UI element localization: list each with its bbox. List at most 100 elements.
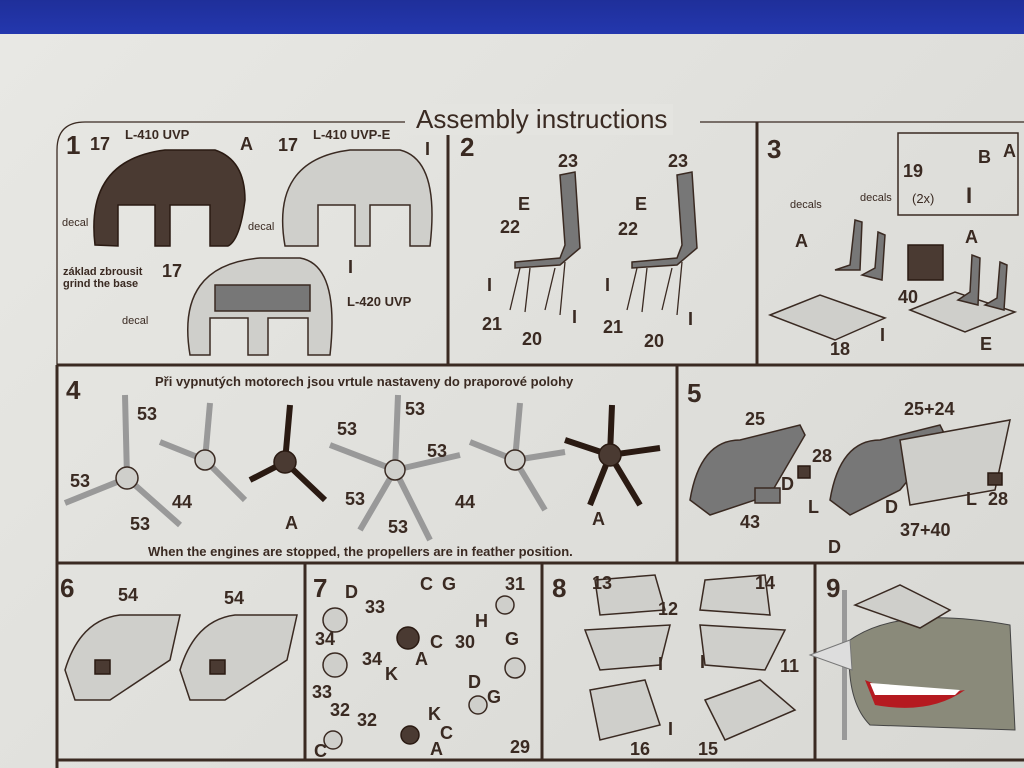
part-label: I bbox=[572, 307, 578, 327]
part-label: A bbox=[795, 231, 808, 251]
part-label: 53 bbox=[388, 517, 409, 537]
part-label: 43 bbox=[740, 512, 761, 532]
part-label: 11 bbox=[780, 656, 800, 676]
part-label: I bbox=[880, 325, 886, 345]
part-label: B bbox=[978, 147, 991, 167]
part-label: 53 bbox=[405, 399, 426, 419]
step-number-4: 4 bbox=[66, 375, 81, 405]
decal-label: decal bbox=[248, 221, 275, 233]
part-17: 17 bbox=[90, 134, 111, 154]
part-label: 40 bbox=[898, 287, 919, 307]
part-label: I bbox=[658, 654, 664, 674]
part-17: 17 bbox=[162, 261, 183, 281]
part-17: 17 bbox=[278, 135, 299, 155]
decal-label: decal bbox=[62, 217, 89, 229]
part-label: 28 bbox=[812, 446, 833, 466]
part-label: I bbox=[425, 139, 431, 159]
model-label: L-410 UVP bbox=[125, 127, 190, 142]
part-label: L bbox=[808, 497, 819, 517]
quantity-label: (2x) bbox=[912, 191, 935, 206]
decals-label: decals bbox=[790, 199, 822, 211]
part-label: A bbox=[415, 649, 428, 669]
part-label: 32 bbox=[330, 700, 351, 720]
part-label: 13 bbox=[592, 573, 613, 593]
grind-note-cz: základ zbrousit bbox=[63, 266, 143, 278]
part-label: H bbox=[475, 611, 488, 631]
part-label: D bbox=[885, 497, 898, 517]
part-label: D bbox=[828, 537, 841, 557]
part-label: A bbox=[285, 513, 298, 533]
part-label: A bbox=[430, 739, 443, 759]
part-label: 21 bbox=[603, 317, 624, 337]
part-label: 23 bbox=[668, 151, 689, 171]
part-label: L bbox=[966, 489, 977, 509]
part-label: A bbox=[1003, 141, 1016, 161]
part-label: G bbox=[505, 629, 520, 649]
step-number-9: 9 bbox=[826, 573, 841, 603]
part-label: 34 bbox=[362, 649, 383, 669]
part-label: 19 bbox=[903, 161, 924, 181]
part-label: 37+40 bbox=[900, 520, 951, 540]
part-label: K bbox=[385, 664, 398, 684]
part-label: E bbox=[635, 194, 648, 214]
part-label: 28 bbox=[988, 489, 1009, 509]
part-label: A bbox=[592, 509, 605, 529]
sheet-title: Assembly instructions bbox=[410, 104, 674, 135]
part-label: 20 bbox=[644, 331, 665, 351]
part-label: 22 bbox=[500, 217, 521, 237]
part-label: I bbox=[966, 183, 973, 208]
part-label: 18 bbox=[830, 339, 851, 359]
part-label: 53 bbox=[427, 441, 448, 461]
part-label: 53 bbox=[137, 404, 158, 424]
part-label: 33 bbox=[312, 682, 333, 702]
part-label: 15 bbox=[698, 739, 719, 759]
canopy-parts bbox=[583, 574, 797, 741]
instrument-panel-l410uvp bbox=[93, 149, 246, 247]
part-label: C bbox=[420, 574, 433, 594]
instrument-panel-l410uvpe bbox=[281, 149, 433, 247]
step-number-2: 2 bbox=[460, 132, 475, 162]
part-label: 29 bbox=[510, 737, 531, 757]
part-label: 53 bbox=[337, 419, 358, 439]
part-label: G bbox=[487, 687, 502, 707]
part-label: 32 bbox=[357, 710, 378, 730]
step-number-8: 8 bbox=[552, 573, 567, 603]
engine-nacelle bbox=[64, 614, 181, 701]
model-label: L-420 UVP bbox=[347, 294, 412, 309]
part-label: 31 bbox=[505, 574, 526, 594]
part-label: A bbox=[965, 227, 978, 247]
part-label: 21 bbox=[482, 314, 503, 334]
nacelle-half-left bbox=[689, 424, 806, 516]
part-label: 53 bbox=[345, 489, 366, 509]
pilot-figure-inset bbox=[897, 132, 1019, 216]
part-label: 44 bbox=[455, 492, 476, 512]
seat-drawings bbox=[509, 171, 698, 316]
part-label: C bbox=[314, 741, 327, 761]
part-label: C bbox=[440, 723, 453, 743]
part-label: 16 bbox=[630, 739, 651, 759]
part-label: 30 bbox=[455, 632, 476, 652]
part-label: I bbox=[700, 652, 706, 672]
p40-model-photo bbox=[848, 617, 1016, 731]
part-label: I bbox=[605, 275, 611, 295]
part-label: C bbox=[430, 632, 443, 652]
part-label: A bbox=[240, 134, 253, 154]
step-number-3: 3 bbox=[767, 134, 782, 164]
part-label: E bbox=[980, 334, 993, 354]
part-label: 33 bbox=[365, 597, 386, 617]
part-label: E bbox=[518, 194, 531, 214]
part-label: 53 bbox=[130, 514, 151, 534]
blue-background bbox=[0, 0, 1024, 38]
step-number-7: 7 bbox=[313, 573, 328, 603]
feather-note-cz: Při vypnutých motorech jsou vrtule nasta… bbox=[155, 374, 574, 389]
part-label: 14 bbox=[755, 573, 776, 593]
part-label: 44 bbox=[172, 492, 193, 512]
part-label: 54 bbox=[118, 585, 139, 605]
part-label: 25 bbox=[745, 409, 766, 429]
part-label: D bbox=[781, 474, 794, 494]
part-label: I bbox=[668, 719, 674, 739]
part-label: G bbox=[442, 574, 457, 594]
step-number-6: 6 bbox=[60, 573, 75, 603]
grind-note-en: grind the base bbox=[63, 278, 139, 290]
